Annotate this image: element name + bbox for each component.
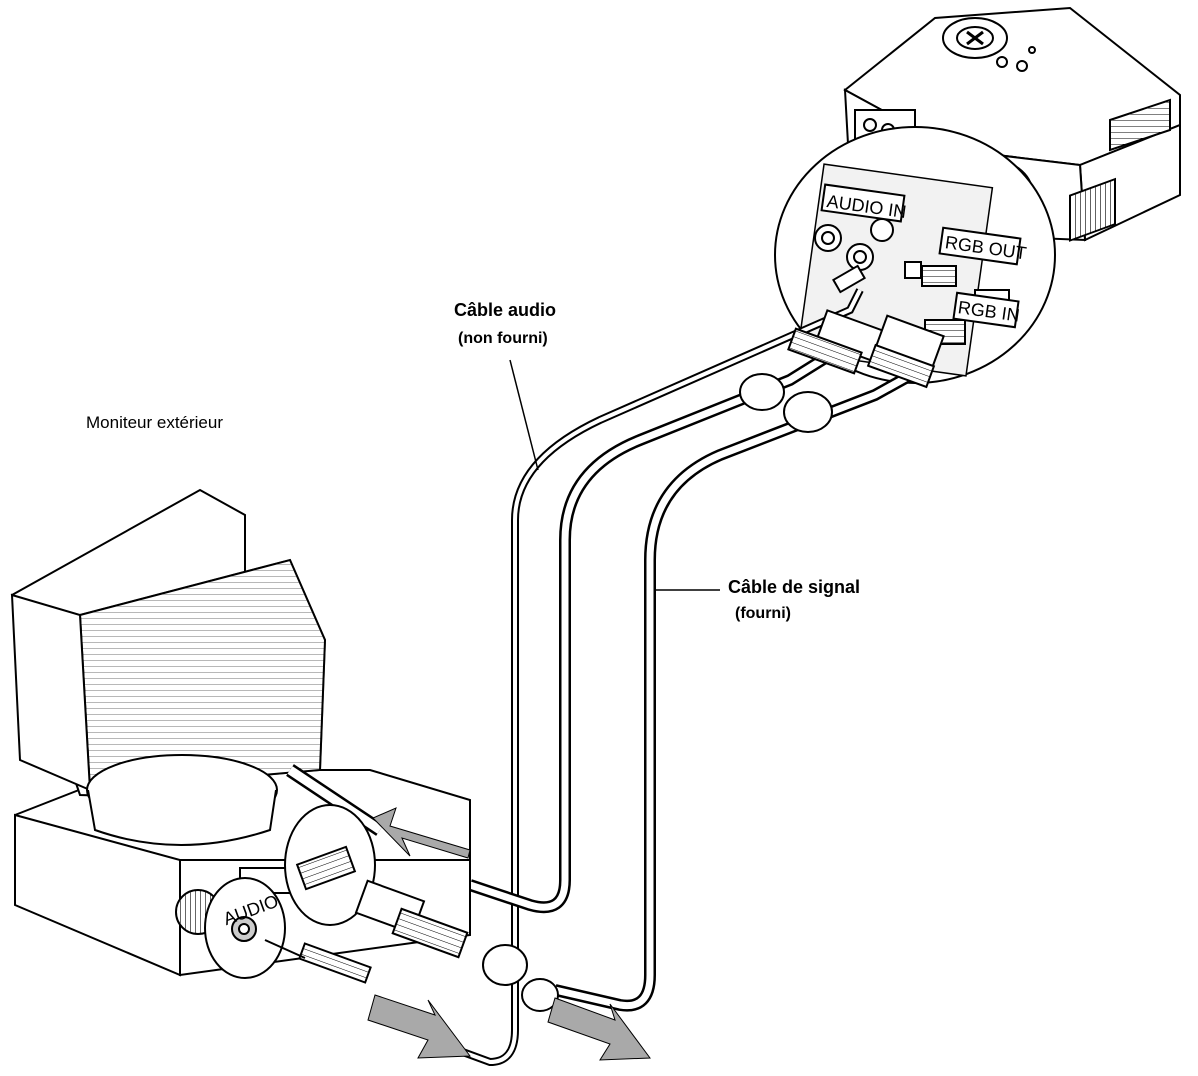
signal-cable-label: Câble de signal bbox=[728, 577, 861, 597]
signal-cable-note: (fourni) bbox=[735, 605, 791, 622]
projector-side-plugs bbox=[739, 261, 945, 433]
external-monitor-label: Moniteur extérieur bbox=[86, 413, 224, 432]
direction-arrows bbox=[367, 807, 651, 1061]
audio-cable bbox=[428, 288, 864, 1067]
signal-cable-monitor bbox=[468, 349, 923, 1012]
arrow-signal-down bbox=[547, 997, 651, 1061]
arrow-to-monitor bbox=[372, 807, 471, 859]
monitor-side-plugs bbox=[264, 879, 559, 1012]
audio-cable-label: Câble audio bbox=[454, 300, 557, 320]
leader-lines bbox=[509, 359, 720, 591]
external-monitor bbox=[10, 488, 471, 977]
arrow-audio-down bbox=[367, 994, 471, 1059]
monitor-port-callouts bbox=[204, 804, 376, 979]
audio-cable-note: (non fourni) bbox=[458, 330, 548, 347]
